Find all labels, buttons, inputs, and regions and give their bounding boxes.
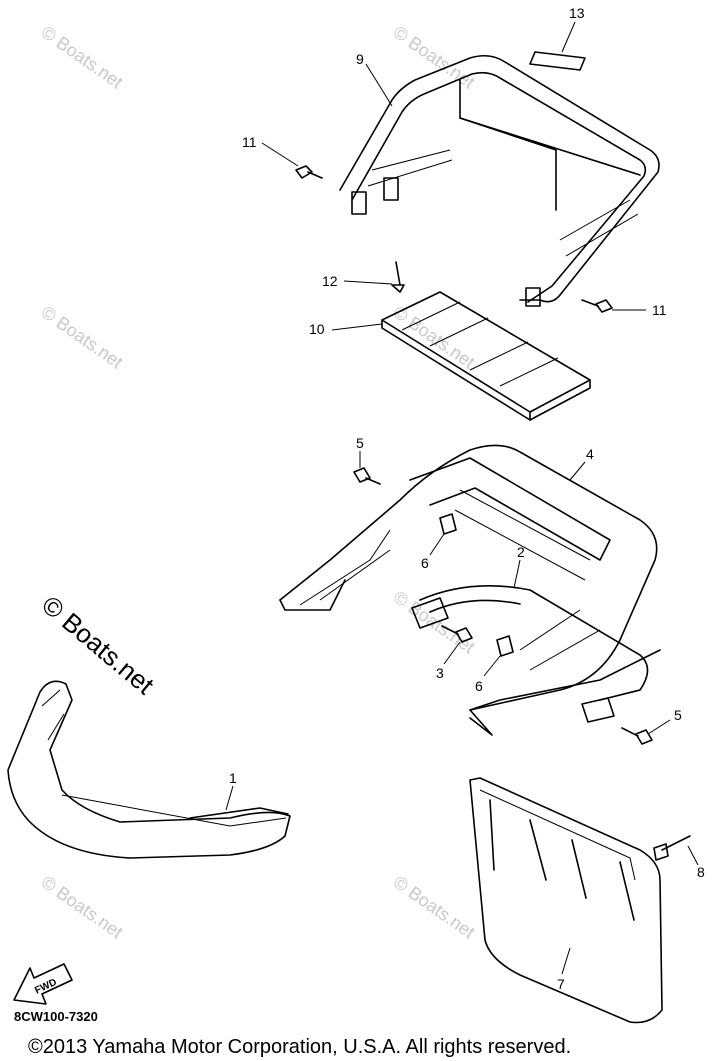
part-1-bumper [7,680,291,859]
callout-9: 9 [356,51,364,67]
part-13-label [529,51,586,71]
part-7-mudflap [469,777,663,1024]
part-4-carrier [279,444,661,736]
watermark-3: © Boats.net [38,302,127,372]
callout-11: 11 [652,302,667,318]
callout-6: 6 [475,678,483,694]
watermark-7: © Boats.net [390,872,479,942]
copyright-notice: ©2013 Yamaha Motor Corporation, U.S.A. A… [28,1036,572,1058]
part-11-bolt-right [581,299,613,313]
part-5-bolt-upper [353,467,381,485]
watermark-large: © Boats.net [36,590,160,701]
part-6-clip-lower [496,635,514,657]
callout-11: 11 [242,134,257,150]
leader-lines [225,21,699,975]
part-2-bracket [411,584,649,723]
watermark-2: © Boats.net [390,22,479,92]
callout-6: 6 [421,555,429,571]
callout-13: 13 [569,5,585,21]
callout-10: 10 [309,321,325,337]
watermark-6: © Boats.net [38,872,127,942]
fwd-arrow-icon: FWD [13,963,73,1005]
watermark-1: © Boats.net [38,22,127,92]
part-9-rack [339,54,660,307]
diagram-code: 8CW100-7320 [14,1009,98,1024]
part-12-rivet [391,261,405,293]
part-3-bolt [441,625,473,643]
part-8-screw [653,835,691,861]
callout-4: 4 [586,446,594,462]
callout-5: 5 [356,435,364,451]
callout-2: 2 [517,544,525,560]
callout-12: 12 [322,273,338,289]
part-5-bolt-lower [621,727,653,745]
callout-5: 5 [674,707,682,723]
callout-1: 1 [229,770,237,786]
callout-3: 3 [436,665,444,681]
callout-8: 8 [697,864,705,880]
fwd-label: FWD [33,977,58,997]
watermark-4: © Boats.net [390,302,479,372]
part-11-bolt-left [295,165,323,179]
callout-7: 7 [557,976,565,992]
part-6-clip-upper [439,513,457,535]
